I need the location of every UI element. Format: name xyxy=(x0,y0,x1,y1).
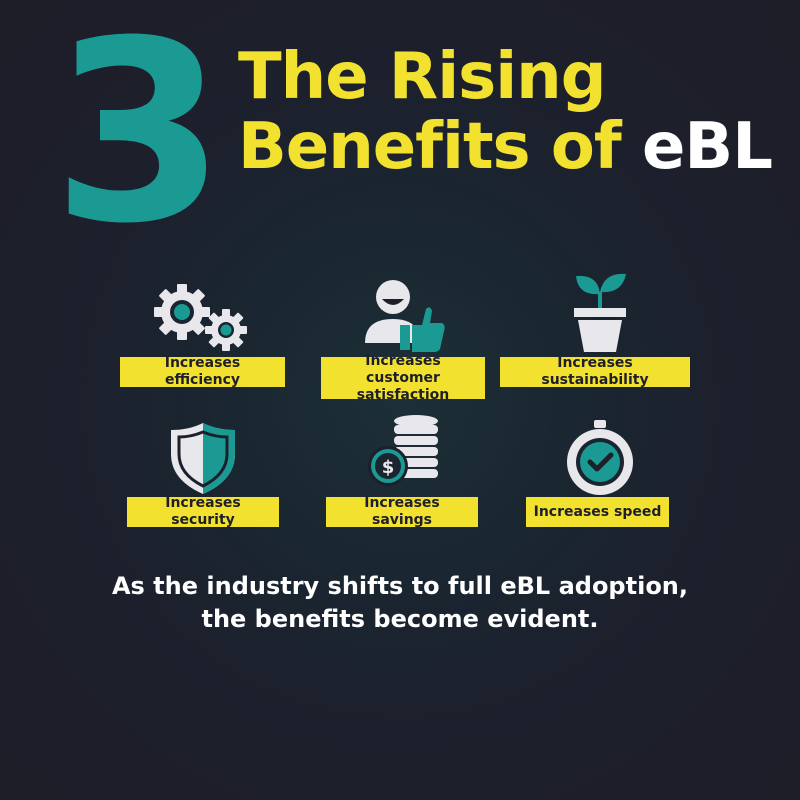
benefit-label-savings: Increases savings xyxy=(326,495,478,528)
title-line-2: Benefits of eBL xyxy=(238,110,773,184)
svg-text:$: $ xyxy=(382,457,395,478)
caption: As the industry shifts to full eBL adopt… xyxy=(0,570,800,636)
gears-icon xyxy=(154,284,247,351)
caption-line-1: As the industry shifts to full eBL adopt… xyxy=(111,572,689,600)
page-title: The Rising Benefits of eBL xyxy=(238,40,773,184)
title-accent: eBL xyxy=(642,110,773,184)
caption-line-2: the benefits become evident. xyxy=(201,605,599,633)
benefit-label-efficiency: Increases efficiency xyxy=(120,355,285,388)
big-number: 3 xyxy=(52,0,226,278)
title-line-1: The Rising xyxy=(238,40,607,114)
person-thumbs-up-icon xyxy=(365,280,445,352)
benefit-label-security: Increases security xyxy=(127,495,279,528)
benefit-label-speed: Increases speed xyxy=(526,497,669,527)
title-line-2-prefix: Benefits of xyxy=(238,110,642,184)
plant-pot-icon xyxy=(574,273,626,352)
benefit-label-sustainability: Increases sustainability xyxy=(500,355,690,388)
coin-stack-icon: $ xyxy=(368,415,438,486)
shield-icon xyxy=(171,423,235,494)
stopwatch-icon xyxy=(567,420,633,495)
benefit-label-customer-satisfaction: Increases customer satisfaction xyxy=(321,353,485,403)
